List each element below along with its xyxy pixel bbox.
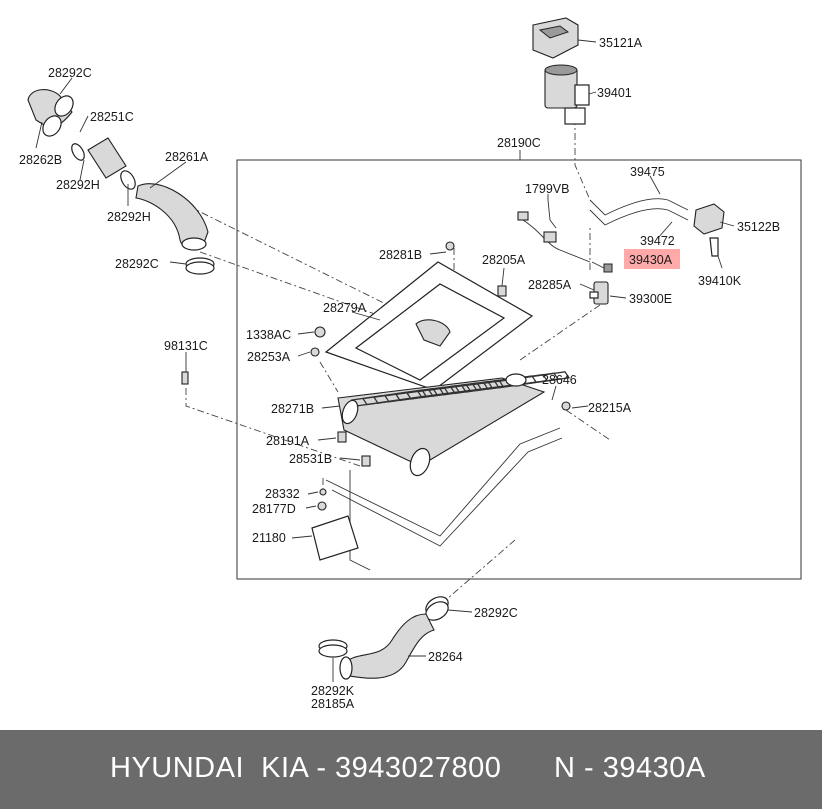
- part-35122B-sensor: [693, 203, 725, 257]
- intercooler-fin: [493, 371, 571, 389]
- footer-bar: HYUNDAI KIA - 3943027800 N - 39430A: [0, 730, 822, 809]
- footer-diagram-code: N - 39430A: [554, 752, 706, 784]
- label-28292K: 28292K: [311, 684, 355, 698]
- part-28251C-pipe: [71, 137, 136, 190]
- footer-brand-partnumber: HYUNDAI KIA - 3943027800: [110, 752, 502, 784]
- part-28271B-intercooler: [337, 371, 571, 477]
- label-28281B: 28281B: [379, 248, 422, 262]
- part-bracket-frame: [311, 427, 563, 571]
- part-28262B-hose: [27, 89, 74, 137]
- part-39300E-sensor: [589, 281, 609, 305]
- label-1799VB: 1799VB: [525, 182, 569, 196]
- label-28332: 28332: [265, 487, 300, 501]
- label-39401: 39401: [597, 86, 632, 100]
- label-28205A: 28205A: [482, 253, 526, 267]
- part-39430A-hose: [591, 261, 613, 273]
- label-28253A: 28253A: [247, 350, 291, 364]
- label-28185A: 28185A: [311, 697, 355, 711]
- label-28292H-1: 28292H: [56, 178, 100, 192]
- label-28646: 28646: [542, 373, 577, 387]
- label-28251C: 28251C: [90, 110, 134, 124]
- label-28262B: 28262B: [19, 153, 62, 167]
- label-28279A: 28279A: [323, 301, 367, 315]
- label-28292H-2: 28292H: [107, 210, 151, 224]
- label-39300E: 39300E: [629, 292, 672, 306]
- assembly-frame: [236, 159, 802, 580]
- part-28264-hose: [339, 613, 435, 680]
- label-28215A: 28215A: [588, 401, 632, 415]
- label-39472: 39472: [640, 234, 675, 248]
- part-28279A-cover: [324, 261, 534, 391]
- label-39410K: 39410K: [698, 274, 742, 288]
- label-28292C-bot: 28292C: [474, 606, 518, 620]
- label-39475: 39475: [630, 165, 665, 179]
- label-21180: 21180: [252, 531, 286, 545]
- label-28292C-top: 28292C: [48, 66, 92, 80]
- label-28190C: 28190C: [497, 136, 541, 150]
- label-28264: 28264: [428, 650, 463, 664]
- part-28292C-clamp-bot: [425, 596, 449, 621]
- highlight-39430A: [624, 249, 680, 269]
- part-1799VB-harness: [517, 199, 591, 263]
- assembly-guide-lines: [147, 118, 611, 606]
- part-28292C-clamp-mid: [185, 257, 215, 275]
- label-28261A: 28261A: [165, 150, 209, 164]
- part-28261A-hose: [135, 183, 209, 251]
- label-35121A: 35121A: [599, 36, 643, 50]
- exploded-parts-diagram: 35121A 39401 28292C 28251C 28262B 28292H…: [19, 17, 802, 711]
- label-39430A: 39430A: [629, 253, 673, 267]
- label-1338AC: 1338AC: [246, 328, 291, 342]
- part-labels: 35121A 39401 28292C 28251C 28262B 28292H…: [19, 36, 780, 711]
- label-28285A: 28285A: [528, 278, 572, 292]
- label-28292C-mid: 28292C: [115, 257, 159, 271]
- label-28177D: 28177D: [252, 502, 296, 516]
- leader-lines: [35, 39, 735, 682]
- part-35121A-cap: [532, 17, 579, 59]
- label-98131C: 98131C: [164, 339, 208, 353]
- label-28271B: 28271B: [271, 402, 314, 416]
- fasteners: [181, 241, 571, 511]
- part-39401-valve: [544, 64, 590, 125]
- label-28531B: 28531B: [289, 452, 332, 466]
- part-28292K-clamp: [318, 639, 348, 658]
- part-39475-tubes: [589, 198, 689, 226]
- label-28191A: 28191A: [266, 434, 310, 448]
- label-35122B: 35122B: [737, 220, 780, 234]
